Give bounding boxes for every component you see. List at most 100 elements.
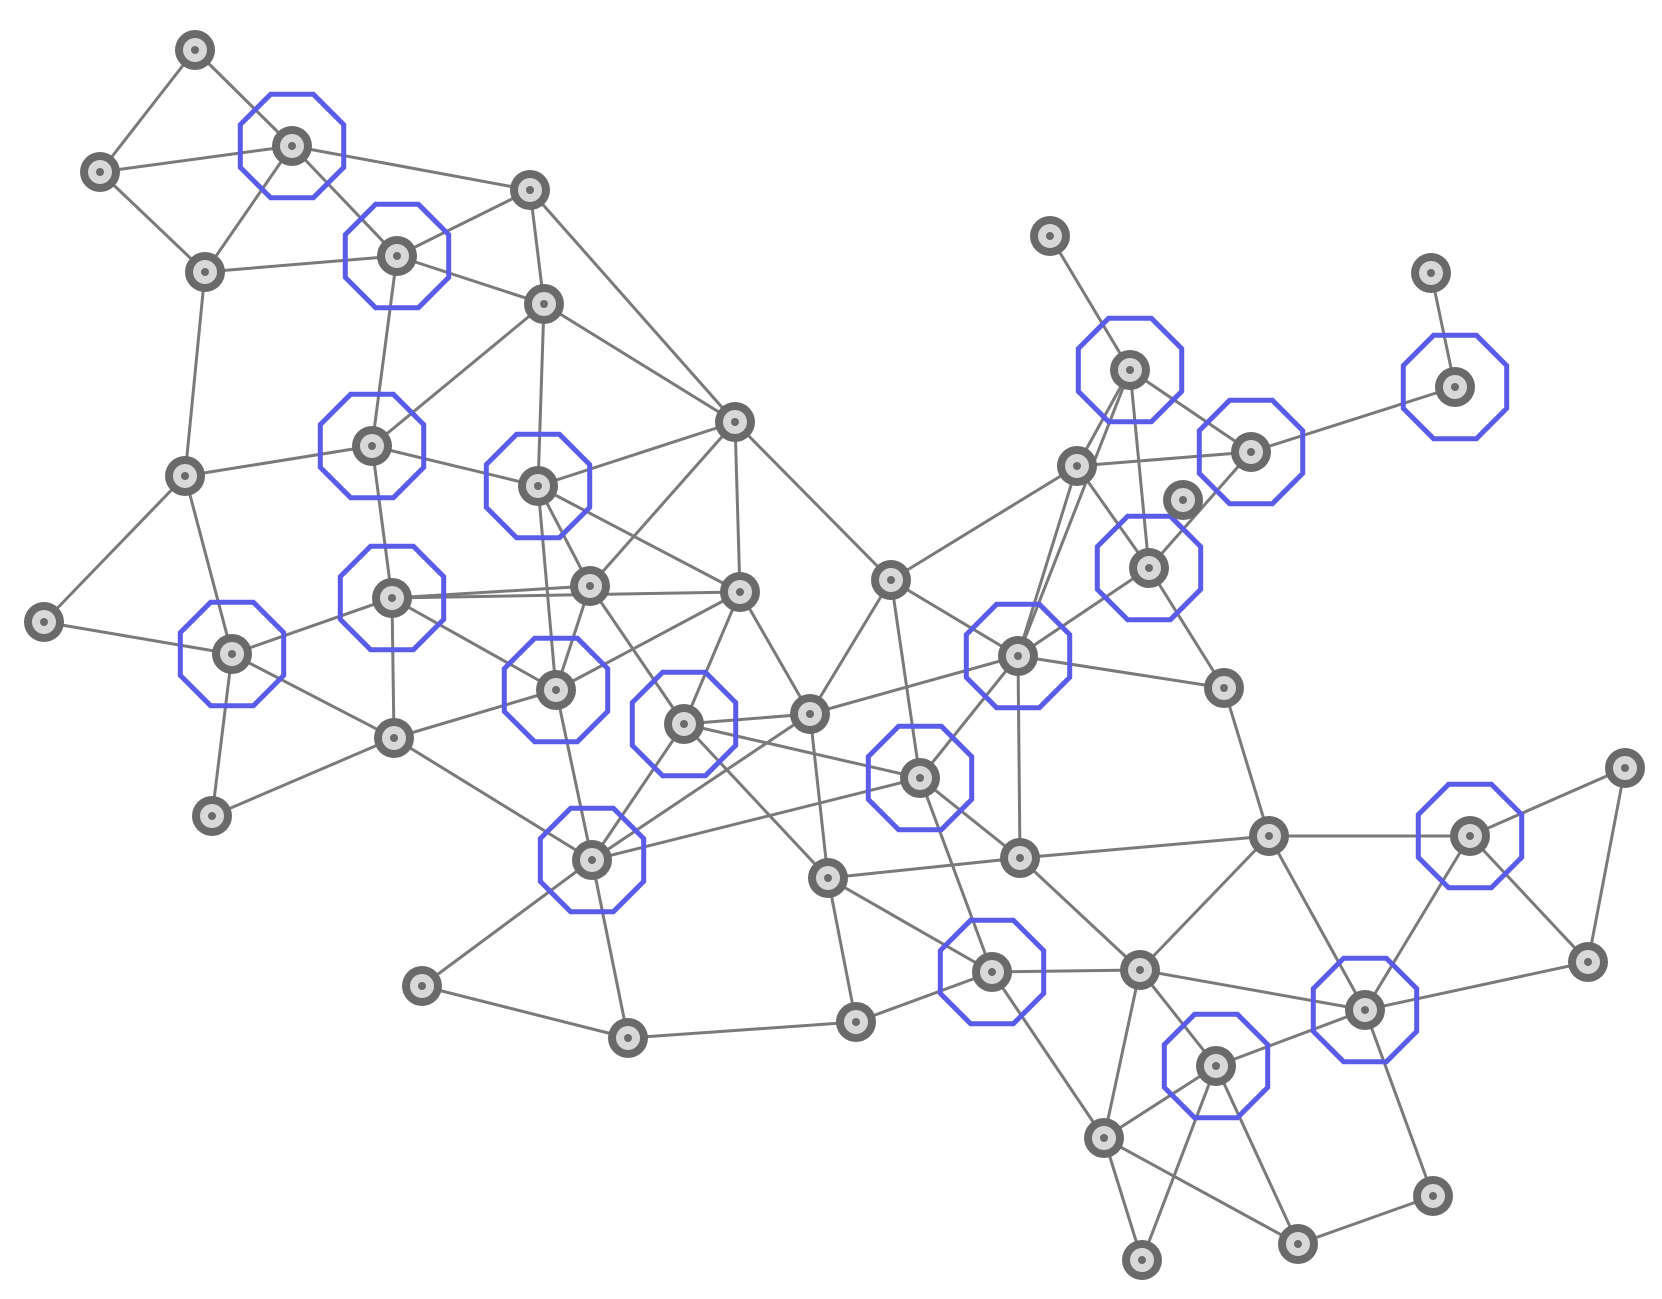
graph-node [24, 602, 64, 642]
highlight-ring [1310, 955, 1420, 1065]
graph-edge [210, 653, 234, 817]
graph-node [1231, 432, 1271, 472]
graph-edge [682, 722, 830, 880]
graph-node [352, 426, 392, 466]
graph-edge [808, 579, 893, 715]
graph-edge [290, 144, 399, 258]
graph-edge [1076, 450, 1252, 468]
highlight-ring [237, 91, 347, 201]
graph-edge [1016, 465, 1079, 657]
graph-edge [183, 475, 234, 655]
highlight-ring [1415, 781, 1525, 891]
graph-node [1413, 1176, 1453, 1216]
graph-edge [211, 736, 395, 818]
graph-node [1084, 1118, 1124, 1158]
graph-node [664, 704, 704, 744]
graph-edge [391, 590, 741, 600]
graph-edge [1103, 1136, 1299, 1246]
graph-node [1129, 548, 1169, 588]
graph-edge [890, 464, 1078, 582]
graph-edge [826, 877, 858, 1023]
graph-edge [396, 188, 531, 258]
graph-node [185, 252, 225, 292]
graph-edge [918, 655, 1020, 779]
graph-edge [1214, 1065, 1300, 1245]
graph-node [720, 572, 760, 612]
graph-edge [808, 713, 830, 879]
graph-edge [204, 254, 398, 274]
highlight-ring [629, 669, 739, 779]
graph-edge [393, 688, 557, 740]
graph-edge [889, 579, 922, 779]
graph-edge [1364, 960, 1589, 1012]
graph-edge [1075, 465, 1151, 569]
graph-edge [627, 1020, 857, 1040]
graph-edge [1016, 655, 1022, 859]
graph-edge [528, 189, 737, 423]
graph-edge [683, 712, 811, 726]
graph-edge [1048, 235, 1132, 371]
graph-node [1000, 838, 1040, 878]
graph-node [572, 840, 612, 880]
highlight-ring [937, 917, 1047, 1027]
graph-edge [203, 145, 294, 273]
graph-edges [42, 48, 1627, 1261]
graph-edge [421, 858, 593, 988]
graph-edge [855, 970, 993, 1024]
graph-edge [1138, 834, 1271, 972]
graph-edge [537, 484, 741, 594]
graph-edge [590, 723, 686, 861]
graph-edge [555, 590, 741, 692]
graph-edge [99, 144, 293, 174]
highlight-ring [1161, 1011, 1271, 1121]
highlight-ring [483, 431, 593, 541]
graph-edge [396, 254, 545, 306]
graph-node [372, 578, 412, 618]
graph-edge [1138, 969, 1218, 1067]
graph-edge [890, 578, 1019, 658]
graph-node [1450, 816, 1490, 856]
graph-node [212, 634, 252, 674]
graph-edge [371, 444, 539, 488]
graph-edge [231, 652, 395, 740]
graph-edge [98, 49, 197, 173]
graph-node [715, 402, 755, 442]
graph-edge [1018, 856, 1142, 972]
highlight-ring [177, 599, 287, 709]
graph-edge [391, 596, 557, 692]
graph-node [1278, 1224, 1318, 1264]
graph-edge [591, 712, 811, 862]
graph-node [518, 466, 558, 506]
graph-edge [827, 876, 993, 974]
graph-edge [42, 474, 187, 624]
graph-node [80, 152, 120, 192]
graph-edge [1103, 1064, 1217, 1140]
graph-node [1249, 816, 1289, 856]
graph-nodes [24, 30, 1645, 1280]
graph-edge [390, 597, 396, 739]
graph-edge [43, 620, 233, 656]
graph-edge [733, 420, 893, 582]
graph-edge [1222, 687, 1271, 837]
graph-node [1435, 367, 1475, 407]
graph-node [192, 796, 232, 836]
graph-edge [1016, 369, 1132, 657]
graph-edge [918, 777, 994, 973]
graph-edge [554, 689, 594, 861]
graph-edge [1586, 767, 1627, 963]
graph-node [272, 126, 312, 166]
graph-edge [683, 722, 921, 780]
graph-edge [1128, 369, 1151, 569]
highlight-ring [963, 601, 1073, 711]
graph-edge [990, 971, 1106, 1139]
graph-node [1568, 942, 1608, 982]
graph-node [536, 670, 576, 710]
graph-edge [98, 170, 207, 274]
highlight-ring [1094, 513, 1204, 623]
graph-highlight-rings [177, 91, 1525, 1121]
graph-edge [543, 302, 736, 424]
graph-edge [184, 444, 373, 478]
highlight-ring [501, 635, 611, 745]
graph-node [175, 30, 215, 70]
